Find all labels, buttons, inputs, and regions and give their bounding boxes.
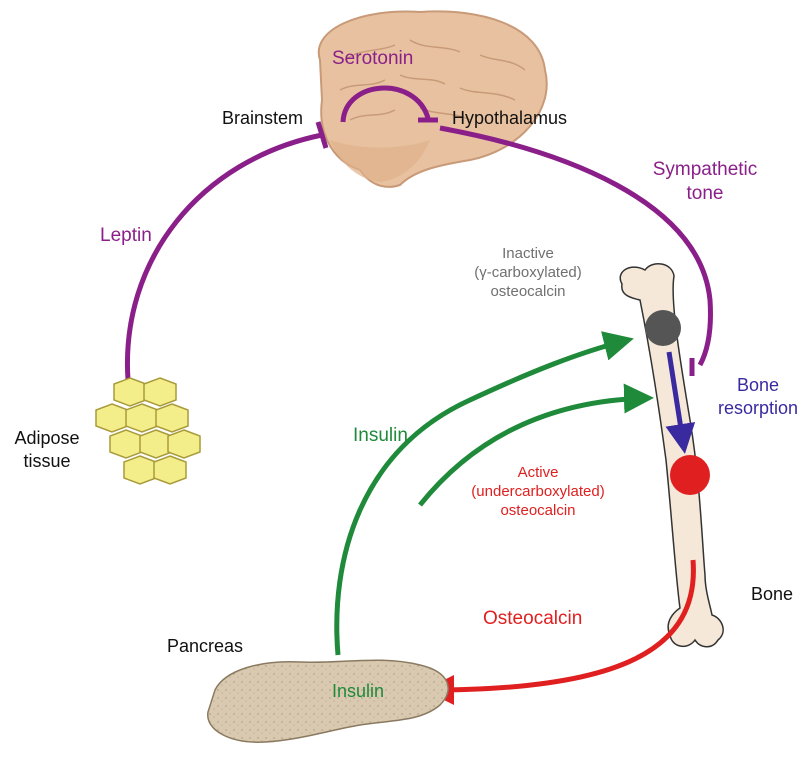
bone-label: Bone <box>751 583 793 606</box>
active-osteocalcin-dot <box>670 455 710 495</box>
sympathetic-tone-line-2: tone <box>640 182 770 206</box>
bone-illustration <box>620 264 723 647</box>
osteocalcin-arrow-label: Osteocalcin <box>483 607 582 631</box>
leptin-label: Leptin <box>100 224 152 248</box>
sympathetic-tone-line-1: Sympathetic <box>640 158 770 182</box>
inactive-osteocalcin-line-3: osteocalcin <box>448 283 608 302</box>
insulin-arrow-label: Insulin <box>353 424 408 448</box>
insulin-pancreas-label: Insulin <box>332 680 384 703</box>
active-osteocalcin-line-2: (undercarboxylated) <box>458 483 618 502</box>
adipose-tissue-cells <box>96 378 200 484</box>
inactive-osteocalcin-dot <box>645 310 681 346</box>
bone-resorption-line-2: resorption <box>712 397 804 420</box>
inactive-osteocalcin-label: Inactive (γ-carboxylated) osteocalcin <box>448 245 608 301</box>
inactive-osteocalcin-line-1: Inactive <box>448 245 608 264</box>
sympathetic-tone-label: Sympathetic tone <box>640 158 770 206</box>
bone-resorption-label: Bone resorption <box>712 374 804 419</box>
adipose-tissue-label: Adipose tissue <box>6 427 88 472</box>
serotonin-label: Serotonin <box>332 47 413 71</box>
leptin-arrow <box>127 135 322 380</box>
hypothalamus-label: Hypothalamus <box>452 107 567 130</box>
inactive-osteocalcin-line-2: (γ-carboxylated) <box>448 264 608 283</box>
active-osteocalcin-line-1: Active <box>458 464 618 483</box>
bone-resorption-line-1: Bone <box>712 374 804 397</box>
adipose-tissue-line-1: Adipose <box>6 427 88 450</box>
pancreas-label: Pancreas <box>167 635 243 658</box>
brainstem-label: Brainstem <box>222 107 303 130</box>
active-osteocalcin-label: Active (undercarboxylated) osteocalcin <box>458 464 618 520</box>
adipose-tissue-line-2: tissue <box>6 450 88 473</box>
pancreas-illustration <box>208 660 448 742</box>
active-osteocalcin-line-3: osteocalcin <box>458 502 618 521</box>
